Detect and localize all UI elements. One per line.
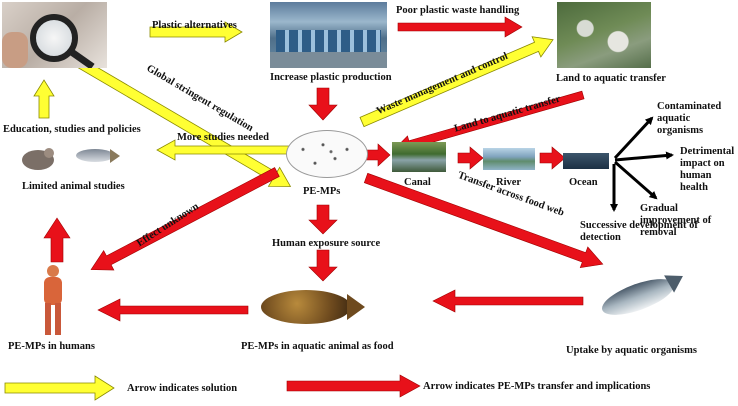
cooked-fish-icon <box>255 282 367 332</box>
label-human-exposure: Human exposure source <box>272 238 381 249</box>
label-more-studies: More studies needed <box>177 132 269 143</box>
label-pe-animal-food: PE-MPs in aquatic animal as food <box>241 341 394 352</box>
waste-photo <box>557 2 651 68</box>
river-photo <box>483 148 535 170</box>
legend-yellow-arrow <box>4 375 115 401</box>
label-increase-production: Increase plastic production <box>270 72 392 83</box>
arrow-effect-unknown <box>90 167 280 271</box>
legend-solution-label: Arrow indicates solution <box>127 383 238 394</box>
rat-icon <box>14 140 64 174</box>
pe-mps-particles <box>286 130 368 178</box>
arrow-humans-up <box>43 217 71 263</box>
legend-transfer-label: Arrow indicates PE-MPs transfer and impl… <box>423 381 651 392</box>
arrow-canal-river <box>457 146 484 170</box>
mackerel-fish-icon <box>596 266 692 330</box>
ocean-photo <box>563 153 609 169</box>
magnifier-photo <box>2 2 107 68</box>
label-river: River <box>496 177 522 188</box>
arrow-waste-management <box>359 36 554 128</box>
label-ocean: Ocean <box>569 177 598 188</box>
arrow-river-ocean <box>539 146 566 170</box>
arrow-plastic-alternatives <box>149 21 243 43</box>
arrow-food-web <box>363 172 604 269</box>
arrow-exposure-down <box>308 249 338 282</box>
label-successive: Successive development of detection <box>580 220 698 243</box>
arrow-to-contaminated <box>613 116 654 160</box>
arrow-education-up <box>33 79 55 119</box>
label-plastic-alternatives: Plastic alternatives <box>152 20 237 31</box>
arrow-to-detrimental <box>614 151 674 162</box>
arrow-production-down <box>308 87 338 121</box>
arrow-poor-handling <box>397 16 523 38</box>
arrow-food-left <box>97 298 249 322</box>
factory-photo <box>270 2 387 68</box>
legend-red-arrow <box>286 374 421 398</box>
canal-photo <box>392 142 446 172</box>
label-uptake: Uptake by aquatic organisms <box>566 345 697 356</box>
small-fish-icon <box>70 146 122 166</box>
label-education: Education, studies and policies <box>3 124 141 135</box>
label-detrimental: Detrimental impact on human health <box>680 146 735 193</box>
arrow-more-studies <box>156 139 291 161</box>
label-limited-animal: Limited animal studies <box>22 181 125 192</box>
label-contaminated: Contaminated aquatic organisms <box>657 101 722 136</box>
label-gradual: Gradual improvement of removal <box>640 203 712 238</box>
arrow-pemps-canal <box>365 143 391 167</box>
label-land-transfer-top: Land to aquatic transfer <box>556 73 666 84</box>
arrow-uptake-left <box>432 289 584 313</box>
label-pe-humans: PE-MPs in humans <box>8 341 95 352</box>
label-pe-mps: PE-MPs <box>303 186 341 197</box>
label-canal: Canal <box>404 177 431 188</box>
human-body-icon <box>30 265 76 337</box>
arrow-pemps-down <box>308 204 338 235</box>
label-poor-handling: Poor plastic waste handling <box>396 5 520 16</box>
arrow-to-gradual <box>614 160 658 200</box>
